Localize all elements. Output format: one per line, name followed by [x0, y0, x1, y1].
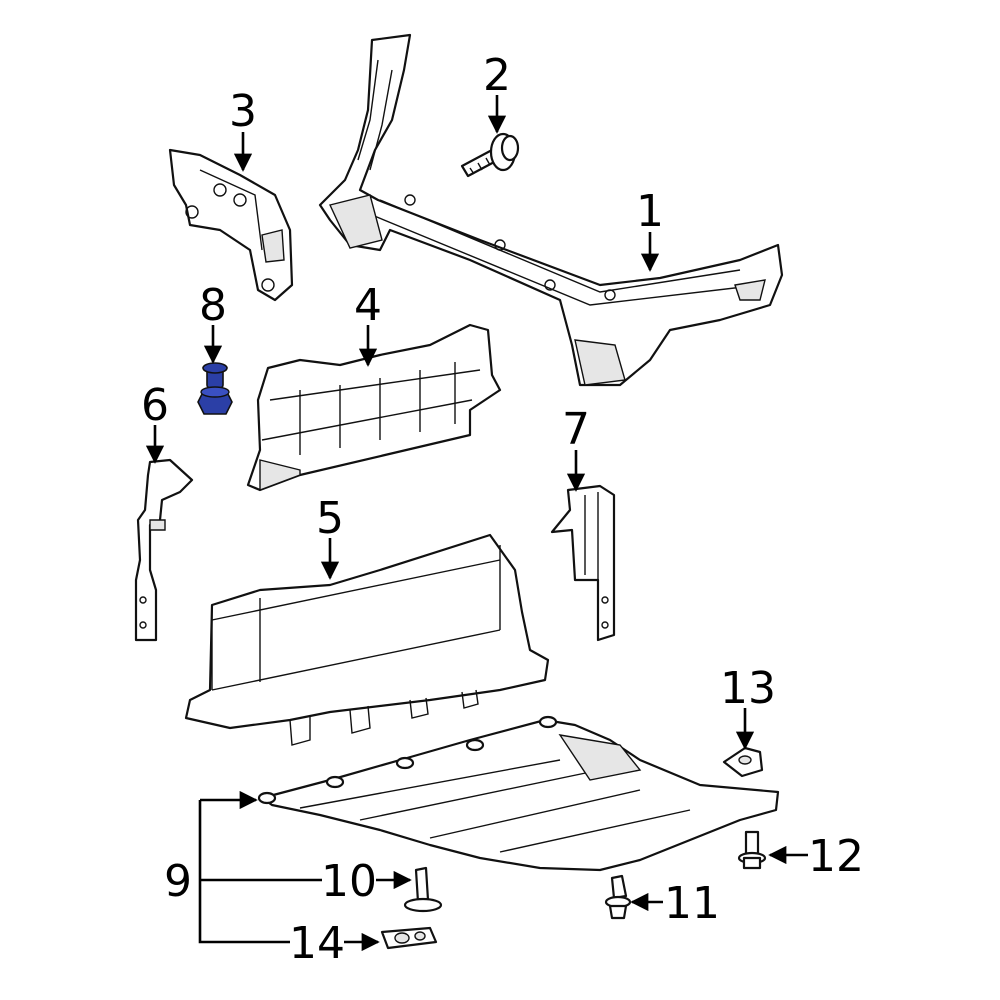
callout-5: 5 — [316, 493, 344, 544]
callout-8: 8 — [199, 280, 227, 331]
part-5-lower-deflector — [184, 533, 550, 746]
part-8-push-pin — [197, 362, 233, 415]
part-6-left-deflector — [134, 458, 194, 642]
part-11-retainer — [604, 874, 632, 920]
callout-2: 2 — [483, 50, 511, 101]
callout-12: 12 — [808, 831, 864, 882]
part-13-nut-clip — [722, 746, 764, 778]
leader-lines — [145, 95, 808, 952]
part-4-air-deflector — [246, 323, 502, 492]
callout-4: 4 — [354, 280, 382, 331]
part-3-side-bracket — [168, 148, 294, 302]
callout-14: 14 — [289, 918, 345, 969]
part-10-rivet — [403, 866, 443, 913]
callout-11: 11 — [664, 878, 720, 929]
part-12-bolt — [737, 830, 767, 870]
callout-1: 1 — [636, 186, 664, 237]
callout-9: 9 — [164, 856, 192, 907]
part-7-right-deflector — [550, 484, 616, 642]
part-1-radiator-support — [318, 33, 784, 387]
callout-10: 10 — [321, 856, 377, 907]
callout-7: 7 — [562, 404, 590, 455]
callout-13: 13 — [720, 663, 776, 714]
part-14-clip — [380, 926, 438, 950]
callout-6: 6 — [141, 380, 169, 431]
part-9-splash-shield — [257, 715, 780, 872]
callout-labels: 1 2 3 4 5 6 7 8 9 10 11 12 13 14 — [141, 50, 864, 969]
callout-3: 3 — [229, 86, 257, 137]
part-2-bolt — [460, 132, 520, 178]
